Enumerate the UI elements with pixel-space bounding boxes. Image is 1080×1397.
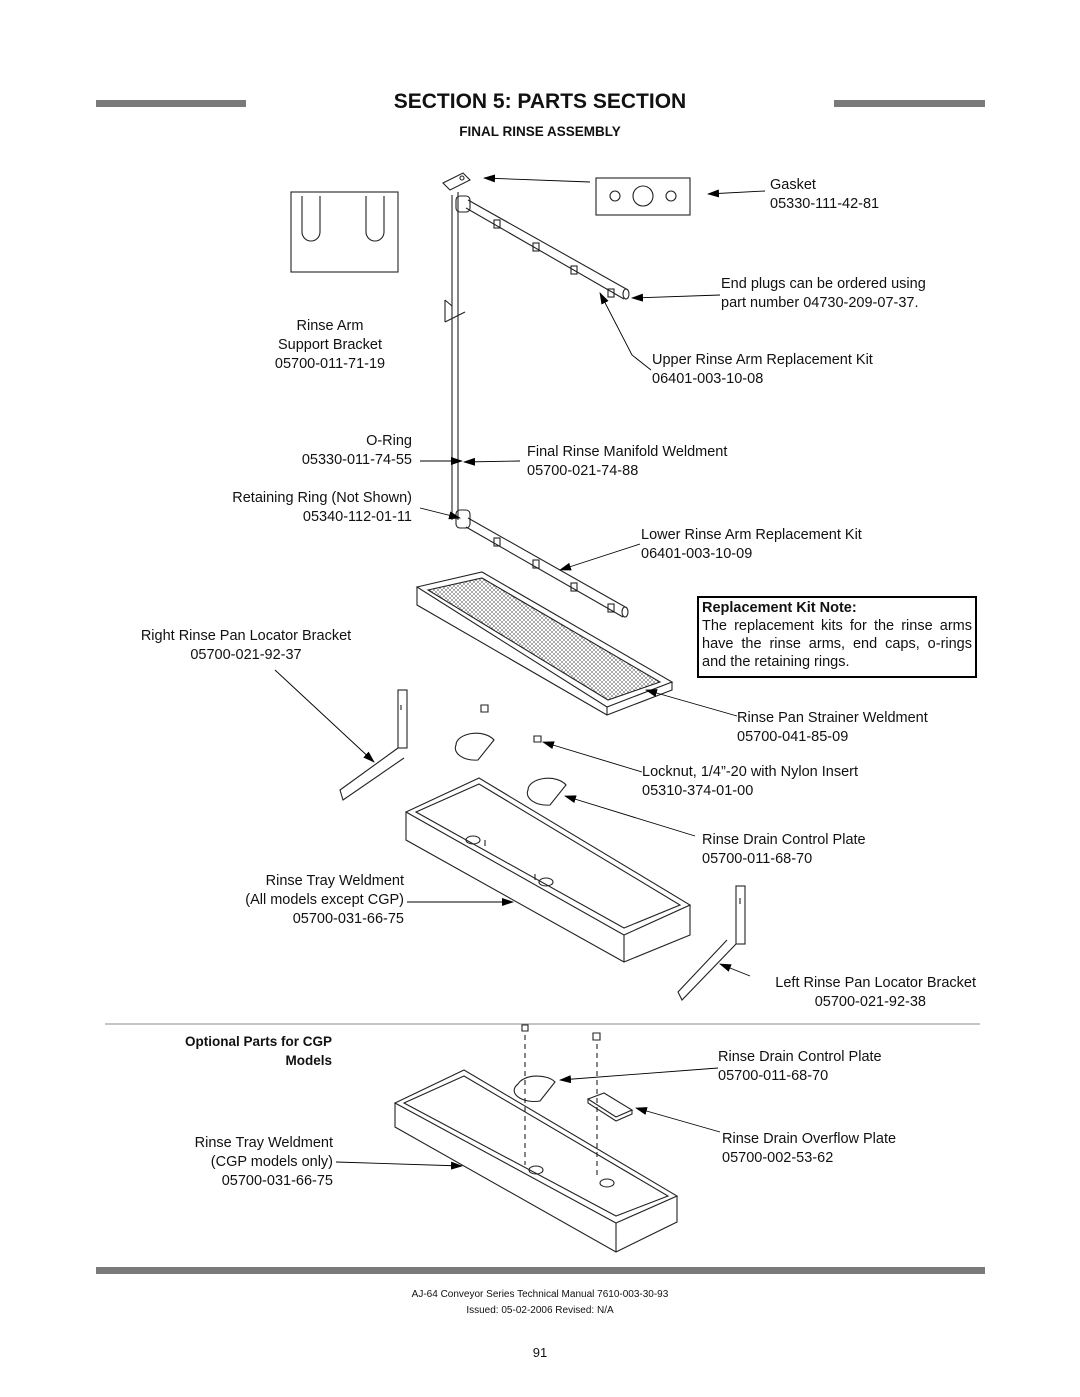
optional-parts-title: Optional Parts for CGP Models (184, 1034, 332, 1068)
assembly-title: FINAL RINSE ASSEMBLY (459, 124, 621, 139)
rinse-arm-bracket-label: Rinse Arm Support Bracket 05700-011-71-1… (274, 318, 386, 372)
footer-manual: AJ-64 Conveyor Series Technical Manual 7… (411, 1289, 669, 1300)
note-body: The replacement kits for the rinse arms … (702, 618, 972, 670)
left-locator-label: Left Rinse Pan Locator Bracket 05700-021… (775, 975, 976, 1010)
lower-arm-drawing (465, 517, 629, 618)
footer-issued: Issued: 05-02-2006 Revised: N/A (466, 1305, 614, 1316)
footer-rule (96, 1267, 985, 1274)
replacement-kit-note: Replacement Kit Note: The replacement ki… (697, 596, 977, 678)
rinse-tray-label: Rinse Tray Weldment (All models except C… (245, 873, 404, 927)
header-rule-left (96, 100, 246, 107)
locknut-label: Locknut, 1/4”-20 with Nylon Insert 05310… (642, 764, 858, 799)
retaining-ring-label: Retaining Ring (Not Shown) 05340-112-01-… (232, 490, 412, 525)
support-bracket-drawing (290, 191, 399, 273)
right-locator-drawing (339, 689, 408, 801)
manifold-drawing (442, 172, 471, 529)
gasket-part: 05330-111-42-81 (770, 196, 880, 212)
cgp-drain-plate-label: Rinse Drain Control Plate 05700-011-68-7… (718, 1049, 882, 1084)
cgp-overflow-plate-label: Rinse Drain Overflow Plate 05700-002-53-… (722, 1131, 897, 1166)
strainer-drawing (415, 571, 674, 716)
right-locator-label: Right Rinse Pan Locator Bracket 05700-02… (140, 628, 352, 663)
drain-plate-label: Rinse Drain Control Plate 05700-011-68-7… (702, 832, 866, 867)
header-rule-right (834, 100, 985, 107)
gasket-label: Gasket 05330-111-42-81 (770, 177, 880, 212)
upper-kit-label: Upper Rinse Arm Replacement Kit 06401-00… (652, 352, 873, 387)
note-title: Replacement Kit Note: (702, 600, 857, 616)
left-locator-drawing (677, 885, 746, 1001)
cgp-drawing (105, 1023, 980, 1253)
page-number: 91 (532, 1345, 548, 1360)
strainer-label: Rinse Pan Strainer Weldment 05700-041-85… (737, 710, 928, 745)
cgp-tray-label: Rinse Tray Weldment (CGP models only) 05… (194, 1135, 333, 1189)
section-title: SECTION 5: PARTS SECTION (393, 90, 687, 113)
lower-kit-label: Lower Rinse Arm Replacement Kit 06401-00… (641, 527, 862, 562)
gasket-drawing (595, 177, 691, 216)
rinse-tray-drawing (404, 777, 692, 963)
leader-arrows (274, 174, 766, 1170)
end-plugs-label: End plugs can be ordered using part numb… (721, 276, 926, 311)
o-ring-label: O-Ring 05330-011-74-55 (301, 433, 412, 468)
manifold-label: Final Rinse Manifold Weldment 05700-021-… (527, 444, 728, 479)
drain-plate-drawings (454, 704, 567, 806)
